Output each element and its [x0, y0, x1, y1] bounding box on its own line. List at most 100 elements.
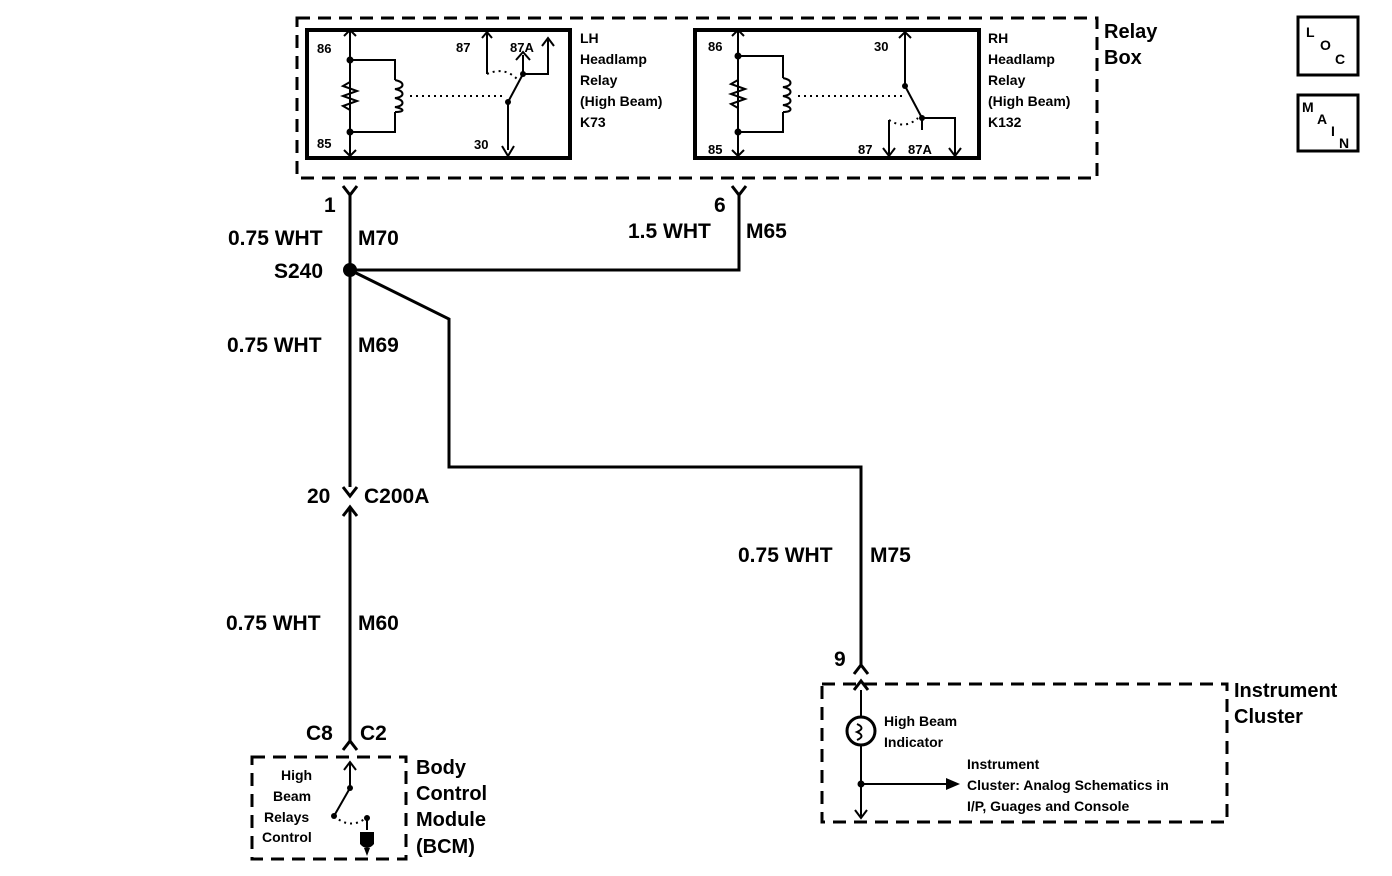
connector-9-symbol: [852, 662, 870, 691]
rh-relay-terminal-86: [731, 28, 745, 56]
high-beam-indicator-filament: [854, 723, 863, 741]
high-beam-indicator-label-line1: High Beam: [884, 713, 957, 729]
rh-relay-switch-pivot: [902, 83, 908, 89]
bcm-name-line1: Body: [416, 757, 467, 779]
connector-c2-pin: C8: [306, 722, 333, 745]
lh-relay-pin-87a: 87A: [510, 40, 534, 55]
bcm-name-line4: (BCM): [416, 836, 475, 858]
loc-badge: L O C: [1296, 15, 1360, 77]
high-beam-indicator-icon: [845, 715, 877, 747]
high-beam-indicator-bulb: [845, 715, 877, 747]
main-badge: M A I N: [1296, 93, 1360, 153]
lh-relay-label-line2: Headlamp: [580, 51, 647, 67]
rh-relay-pin-85: 85: [708, 142, 722, 157]
lh-relay-coil: [394, 79, 404, 113]
connector-c200a-pin: 20: [307, 485, 330, 508]
wire-m70-gauge: 0.75 WHT: [228, 227, 323, 250]
rh-relay-switch-arc: [888, 117, 919, 126]
rh-relay-label-line2: Headlamp: [988, 51, 1055, 67]
rh-relay-pin-87a: 87A: [908, 142, 932, 157]
wire-m65-circuit: M65: [746, 220, 787, 243]
lh-relay-resistor: [340, 81, 360, 111]
lh-relay-label-line4: (High Beam): [580, 93, 662, 109]
lh-relay-pin-86: 86: [317, 41, 331, 56]
wire-m60-gauge: 0.75 WHT: [226, 612, 321, 635]
wire-m75-gauge: 0.75 WHT: [738, 544, 833, 567]
lh-headlamp-relay: 86 85 87 87A 30 LH Headlamp Relay (High …: [305, 28, 662, 160]
instrument-cluster-ref-line1: Instrument: [967, 756, 1040, 772]
lh-relay-coil-circuit: [349, 59, 396, 133]
lh-relay-node-top: [346, 56, 354, 64]
rh-relay-coil: [782, 77, 792, 113]
lh-relay-pin-87: 87: [456, 40, 470, 55]
connector-c2-name: C2: [360, 722, 387, 745]
lh-relay-pin-85: 85: [317, 136, 331, 151]
relay-box-name-word: Box: [1104, 47, 1142, 69]
rh-relay-label-line1: RH: [988, 30, 1008, 46]
bcm-switch-pivot: [347, 785, 353, 791]
connector-6-pin: 6: [714, 194, 726, 217]
instrument-cluster-ref-line3: I/P, Guages and Console: [967, 798, 1130, 814]
rh-relay-label-line5: K132: [988, 114, 1022, 130]
lh-relay-pin-30: 30: [474, 137, 488, 152]
bcm-switch-contact: [331, 813, 337, 819]
loc-badge-letter-3: C: [1335, 51, 1345, 67]
connector-1-pin: 1: [324, 194, 336, 217]
rh-headlamp-relay: 86 85 30 87 87A RH Headlamp Relay (High …: [693, 28, 1070, 160]
lh-relay-node-bottom: [346, 128, 354, 136]
lh-relay-body: [305, 28, 572, 160]
main-badge-letter-3: I: [1331, 123, 1335, 139]
relay-box-outline: [295, 16, 1099, 180]
rh-relay-node-bottom: [734, 128, 742, 136]
rh-relay-switch-contacts: [882, 30, 962, 158]
loc-badge-frame: [1296, 15, 1360, 77]
rh-relay-body: [693, 28, 981, 160]
connector-1-symbol: [341, 185, 359, 198]
bcm-switch-label-line2: Beam: [273, 788, 311, 804]
main-badge-letter-1: M: [1302, 99, 1314, 115]
loc-badge-letter-2: O: [1320, 37, 1331, 53]
rh-relay-resistor: [728, 79, 748, 109]
splice-s240-label: S240: [274, 260, 323, 283]
wire-m65: [350, 195, 741, 272]
rh-relay-terminal-85: [731, 132, 745, 158]
rh-relay-pin-30: 30: [874, 39, 888, 54]
rh-relay-node-top: [734, 52, 742, 60]
wire-m70-circuit: M70: [358, 227, 399, 250]
lh-relay-switch-contact: [520, 71, 526, 77]
rh-relay-switch-contact: [919, 115, 925, 121]
rh-relay-coil-circuit: [737, 55, 784, 133]
rh-relay-pin-87: 87: [858, 142, 872, 157]
instrument-cluster-name-line2: Cluster: [1234, 706, 1303, 728]
rh-relay-label-line3: Relay: [988, 72, 1026, 88]
bcm-switch-arc: [333, 815, 367, 825]
bcm-name-line3: Module: [416, 809, 486, 831]
instrument-cluster-ref-arrow-icon: [946, 778, 960, 790]
bcm-switch-label-line3: Relays: [264, 809, 309, 825]
connector-c2-symbol: [341, 738, 359, 751]
high-beam-indicator-label-line2: Indicator: [884, 734, 944, 750]
bcm-name-line2: Control: [416, 783, 487, 805]
connector-6-symbol: [730, 185, 748, 198]
instrument-cluster-feed: [854, 690, 868, 820]
bcm-switch-label-line1: High: [281, 767, 312, 783]
lh-relay-label-line3: Relay: [580, 72, 618, 88]
wire-m69-gauge: 0.75 WHT: [227, 334, 322, 357]
main-badge-letter-2: A: [1317, 111, 1327, 127]
wire-m60-circuit: M60: [358, 612, 399, 635]
lh-relay-label-line5: K73: [580, 114, 606, 130]
lh-relay-switch-pivot: [505, 99, 511, 105]
rh-relay-label-line4: (High Beam): [988, 93, 1070, 109]
main-badge-frame: [1296, 93, 1360, 153]
bcm-ground-icon: [360, 832, 374, 856]
wire-m65-gauge: 1.5 WHT: [628, 220, 711, 243]
instrument-cluster-ref-line2: Cluster: Analog Schematics in: [967, 777, 1169, 793]
wire-m75: [349, 268, 863, 665]
wire-m69-circuit: M69: [358, 334, 399, 357]
loc-badge-letter-1: L: [1306, 24, 1315, 40]
lh-relay-switch-arc: [486, 70, 519, 81]
connector-c200a-name: C200A: [364, 485, 429, 508]
connector-9-pin: 9: [834, 648, 846, 671]
